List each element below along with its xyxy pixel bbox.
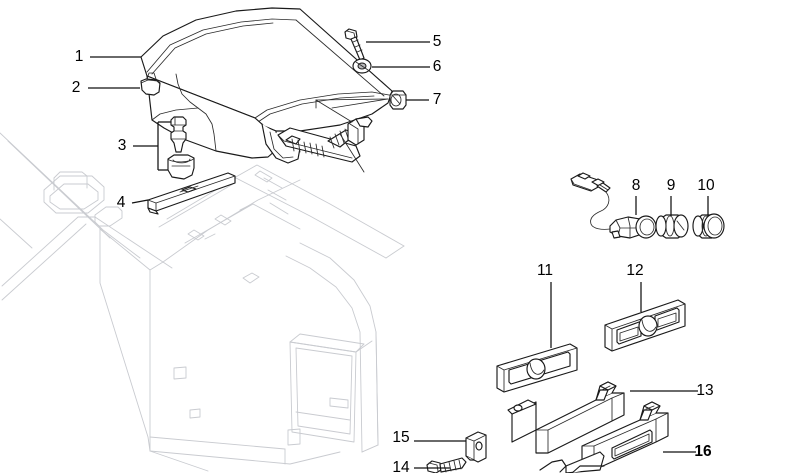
part-switch-panel-double — [604, 299, 686, 352]
callout-number-1: 1 — [75, 48, 84, 65]
callout-number-14: 14 — [392, 459, 410, 473]
part-compartment-insert — [507, 381, 625, 454]
part-washer — [352, 58, 372, 74]
part-rubber-buffer — [140, 72, 161, 96]
callout-number-12: 12 — [626, 262, 643, 279]
part-socket-trim-ring — [692, 213, 725, 239]
callout-number-4: 4 — [117, 194, 126, 211]
part-bulb-holder-ring — [655, 214, 689, 239]
callout-number-8: 8 — [632, 177, 641, 194]
part-trim-strip — [147, 172, 236, 215]
part-hex-screw — [344, 28, 365, 61]
callout-number-6: 6 — [433, 58, 442, 75]
part-switch-panel-single — [496, 343, 578, 393]
callout-number-10: 10 — [697, 177, 715, 194]
callout-number-5: 5 — [433, 33, 442, 50]
callout-number-11: 11 — [537, 262, 553, 279]
armrest-hinge-mechanism — [261, 98, 389, 173]
callout-number-2: 2 — [72, 79, 81, 96]
part-retaining-clip — [465, 431, 487, 463]
part-lighter-socket — [570, 172, 657, 239]
part-expanding-rivet-group — [157, 116, 195, 180]
part-hinge-bush — [389, 90, 407, 110]
callout-number-7: 7 — [433, 91, 442, 108]
callout-number-15: 15 — [392, 429, 409, 446]
console-body-outline — [0, 132, 405, 472]
callout-leader-4 — [131, 199, 149, 204]
callout-number-3: 3 — [118, 137, 127, 154]
callout-number-9: 9 — [667, 177, 676, 194]
callout-number-13: 13 — [696, 382, 713, 399]
callout-number-16: 16 — [694, 443, 712, 460]
part-compartment-front-trim — [539, 401, 669, 473]
